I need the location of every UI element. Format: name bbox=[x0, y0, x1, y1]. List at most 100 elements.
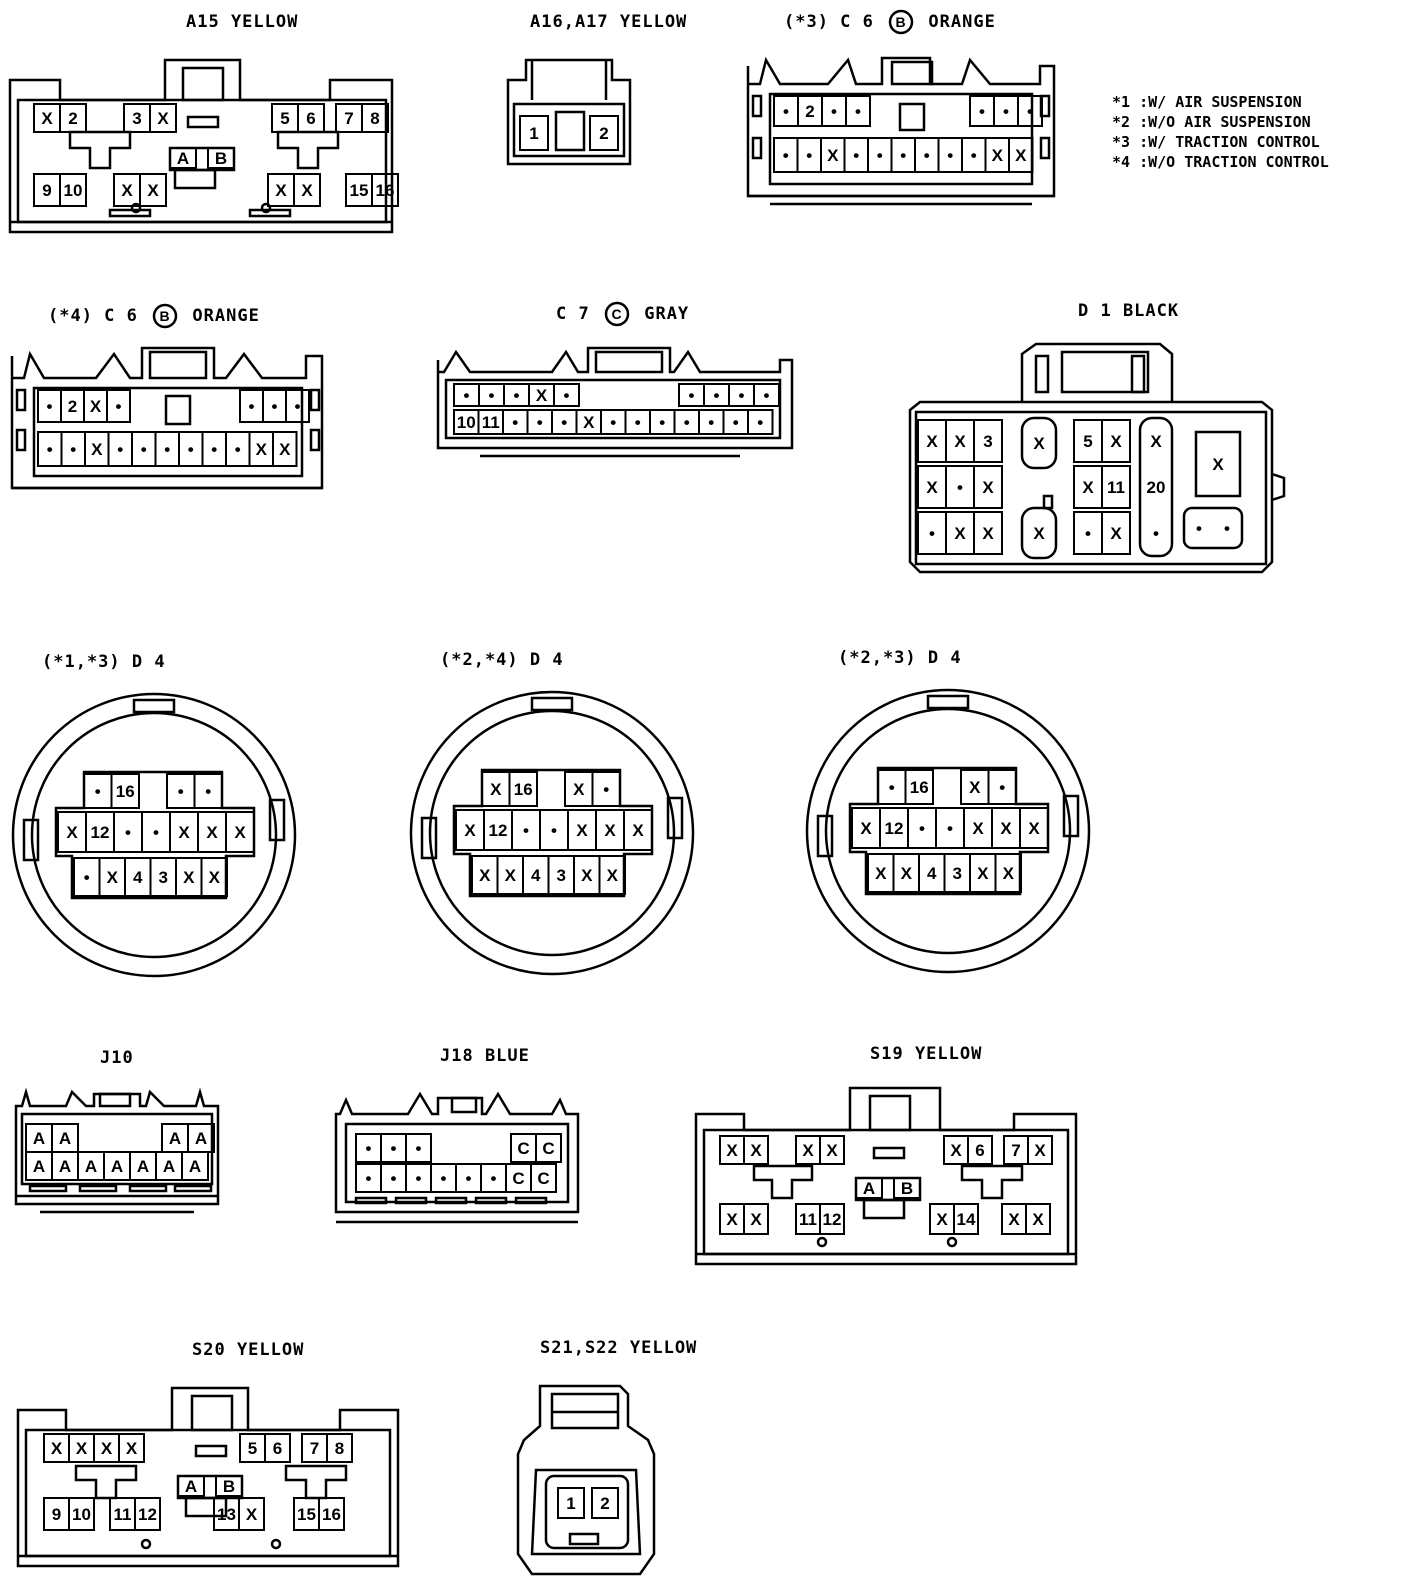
d4-24-r1-pin-0: X bbox=[481, 771, 511, 807]
d4-13-r1-pin-label: • bbox=[95, 782, 101, 801]
connector-s20 bbox=[16, 1386, 400, 1568]
d4-24-r1-pin-cell bbox=[508, 771, 538, 807]
d4-24-r3-pin-4: X bbox=[573, 855, 601, 895]
j10-r2-pin-3: A bbox=[103, 1151, 131, 1181]
j10-r1-pin-2: A bbox=[161, 1123, 189, 1153]
j18-r1-pin-4: C bbox=[535, 1133, 562, 1163]
d1-right-pin-4: • bbox=[1073, 511, 1103, 555]
c6-3-circle-letter: B bbox=[896, 14, 907, 30]
c6-4-r1-pin-2: X bbox=[83, 389, 108, 423]
c7-r1-pin-label: • bbox=[489, 386, 495, 405]
a15-bottom-pin-cell bbox=[139, 173, 167, 207]
s19-top-pin-3: X bbox=[819, 1135, 845, 1165]
s20-bottom-pin-label: 9 bbox=[52, 1505, 61, 1524]
d4-24-r1-pin-3: • bbox=[591, 771, 621, 807]
c6-4-title-suffix: ORANGE bbox=[192, 306, 260, 326]
j18-r1-pin-label: C bbox=[542, 1139, 554, 1158]
a15-top-pin-cell bbox=[59, 103, 87, 133]
d4-13-r1-pin-label: • bbox=[205, 782, 211, 801]
s20-top-pin-label: X bbox=[126, 1439, 138, 1458]
c6-3-r1-pin-6: • bbox=[1017, 95, 1043, 127]
s20-bottom-pin-6: 15 bbox=[293, 1497, 320, 1531]
d1-pair-pin-0: • bbox=[1196, 519, 1202, 538]
a15-top-pin-label: X bbox=[41, 109, 53, 128]
j10-r2-pin-5: A bbox=[155, 1151, 183, 1181]
c6-4-r1-pin-0: • bbox=[37, 389, 62, 423]
j10-r2-pin-2: A bbox=[77, 1151, 105, 1181]
s20-bottom-pin-3: 12 bbox=[134, 1497, 161, 1531]
s19-bottom-pin-1: X bbox=[743, 1203, 769, 1235]
c7-r1-pin-4: • bbox=[553, 383, 580, 407]
s19-top-pin-label: X bbox=[950, 1141, 962, 1160]
d1-mid-pin-1: X bbox=[1033, 524, 1045, 543]
d4-23-r2-pin-label: X bbox=[1000, 819, 1012, 838]
connector-d1 bbox=[908, 342, 1286, 574]
note-4: *4 :W/O TRACTION CONTROL bbox=[1112, 153, 1329, 171]
j18-title: J18 BLUE bbox=[440, 1046, 530, 1066]
a15-bottom-pin-cell bbox=[293, 173, 321, 207]
j18-r2-pin-1: • bbox=[380, 1163, 407, 1193]
j18-r2-pin-label: • bbox=[416, 1169, 422, 1188]
d4-24-r2-pin-3: • bbox=[539, 809, 569, 851]
d4-23-r2-pin-0: X bbox=[851, 807, 881, 849]
s20-top-pin-7: 8 bbox=[326, 1433, 353, 1463]
d1-left-pin-cell bbox=[973, 511, 1003, 555]
c7-r2-pin-11: • bbox=[722, 409, 749, 435]
d4-13-r3-pin-label: • bbox=[84, 868, 90, 887]
c7-r2-pin-12: • bbox=[747, 409, 774, 435]
d4-13-r2-pin-label: X bbox=[206, 823, 218, 842]
s20-top-pin-label: 7 bbox=[310, 1439, 319, 1458]
d4-23-r2-pin-3: • bbox=[935, 807, 965, 849]
d4-23-r3-pin-label: X bbox=[901, 864, 913, 883]
c6-3-r2-pin-label: • bbox=[900, 146, 906, 165]
d4-23-r1-pin-label: • bbox=[999, 778, 1005, 797]
c6-4-r2-pin-4: • bbox=[131, 431, 157, 467]
d1-side-pin: X bbox=[1212, 455, 1224, 474]
d4-24-r3-pin-1: X bbox=[496, 855, 524, 895]
d4-24-r3-pin-label: 4 bbox=[531, 866, 541, 885]
c6-3-r1-pin-cell bbox=[845, 95, 871, 127]
c6-4-r2-pin-8: • bbox=[225, 431, 251, 467]
s20-top-pin-2: X bbox=[93, 1433, 120, 1463]
connector-c6-4 bbox=[10, 346, 324, 490]
c6-3-r2-pin-label: • bbox=[783, 146, 789, 165]
d1-left-pin-cell bbox=[973, 419, 1003, 463]
a15-mid-pin-0: A bbox=[169, 147, 197, 169]
d4-24-r3-pin-label: X bbox=[607, 866, 619, 885]
a15-bottom-pin-label: 9 bbox=[42, 181, 51, 200]
j18-r2-pin-label: • bbox=[491, 1169, 497, 1188]
j10-r1-pin-label: A bbox=[169, 1129, 181, 1148]
a15-bottom-pin-label: 16 bbox=[376, 181, 395, 200]
j18-r2-pin-label: • bbox=[466, 1169, 472, 1188]
d1-left-pin-label: X bbox=[954, 432, 966, 451]
c7-r1-pin-3: X bbox=[528, 383, 555, 407]
a15-bottom-pin-4: X bbox=[267, 173, 295, 207]
d1-right-pin-label: • bbox=[1085, 524, 1091, 543]
s19-bottom-pin-label: X bbox=[936, 1210, 948, 1229]
d4-13-r2-pin-6: X bbox=[225, 811, 255, 853]
d4-13-r1-pin-2: • bbox=[166, 773, 196, 809]
d1-left-pin-3: X bbox=[917, 465, 947, 509]
j10-r2-pin-label: A bbox=[111, 1157, 123, 1176]
c7-title-prefix: C 7 bbox=[556, 304, 590, 324]
s19-top-pin-5: 6 bbox=[967, 1135, 993, 1165]
d4-23-r1-pin-0: • bbox=[877, 769, 907, 805]
d1-left-pin-6: • bbox=[917, 511, 947, 555]
d4-23-r2-pin-label: • bbox=[919, 819, 925, 838]
j18-r2-pin-4: • bbox=[455, 1163, 482, 1193]
s19-bottom-pin-label: 12 bbox=[823, 1210, 842, 1229]
c6-4-r2-pin-label: X bbox=[279, 440, 291, 459]
s20-top-pin-3: X bbox=[118, 1433, 145, 1463]
s20-mid-pin-label: A bbox=[185, 1477, 197, 1496]
s20-top-pin-cell bbox=[264, 1433, 291, 1463]
c7-r1-pin-7: • bbox=[728, 383, 755, 407]
c7-title-suffix: GRAY bbox=[644, 304, 690, 324]
c6-4-r2-pin-label: • bbox=[211, 440, 217, 459]
d1-left-pin-8: X bbox=[973, 511, 1003, 555]
a15-top-pin-label: X bbox=[157, 109, 169, 128]
